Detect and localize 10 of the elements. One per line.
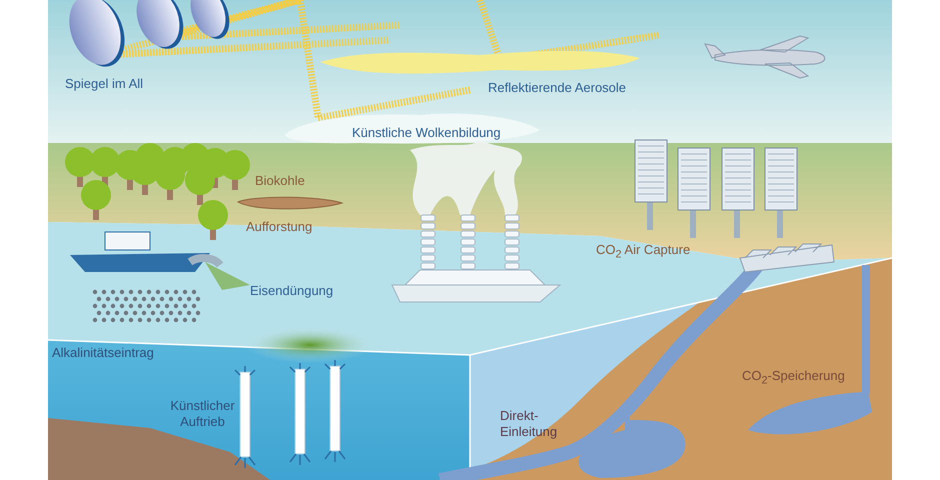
illustration-label: Künstliche Wolkenbildung [352,125,501,141]
illustration-label: Eisendüngung [250,283,334,299]
illustration-label: Reflektierende Aerosole [488,80,626,96]
illustration-label: CO$_{2}$-Speicherung [742,368,845,389]
illustration-label: Alkalinitätseintrag [52,345,154,361]
illustration-label: Biokohle [255,173,305,189]
illustration-label: Künstlicher Auftrieb [169,398,236,430]
illustration-label: Aufforstung [246,219,312,235]
illustration-label: CO$_{2}$ Air Capture [596,242,690,263]
illustration-label: Spiegel im All [65,76,144,92]
